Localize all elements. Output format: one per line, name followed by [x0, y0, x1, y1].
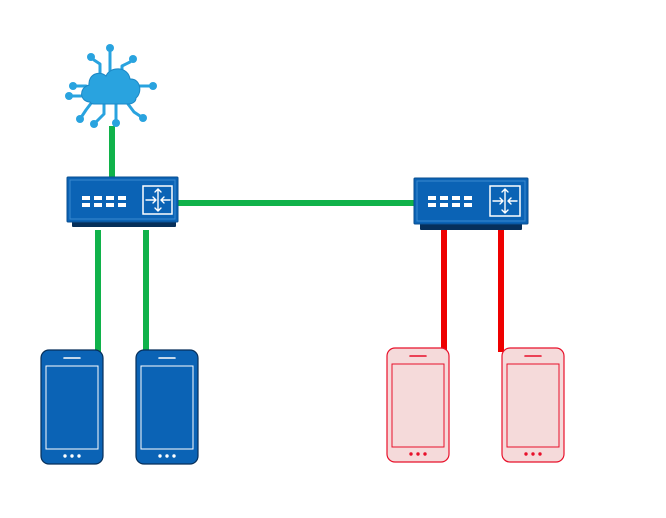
mobile-device-disconnected	[386, 347, 450, 463]
cloud-network-icon	[65, 44, 157, 128]
mobile-device-connected	[40, 349, 104, 465]
links	[95, 126, 504, 354]
router-switch-icon	[142, 185, 173, 215]
switch-ports	[82, 196, 126, 207]
network-switch-right	[413, 177, 529, 230]
mobile-device-disconnected	[501, 347, 565, 463]
mobile-device-connected	[135, 349, 199, 465]
network-switch-left	[66, 176, 179, 227]
router-switch-icon	[489, 185, 521, 217]
switch-ports	[428, 196, 472, 207]
